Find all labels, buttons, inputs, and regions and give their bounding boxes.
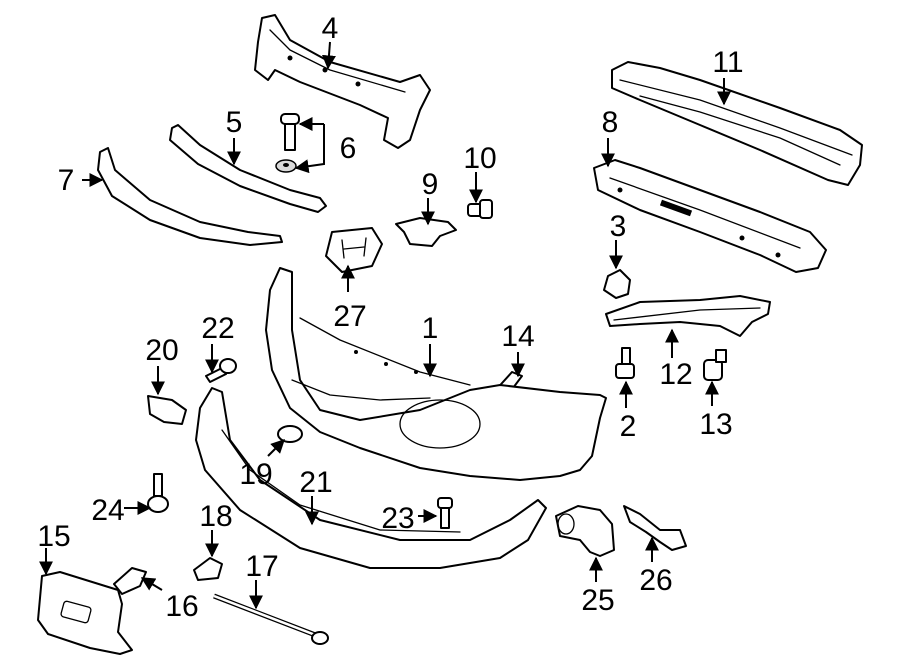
callout-8: 8 bbox=[602, 106, 619, 139]
callout-22: 22 bbox=[201, 312, 234, 345]
part-20-retainer bbox=[147, 395, 187, 425]
part-11-absorber bbox=[611, 61, 863, 186]
callout-4: 4 bbox=[322, 12, 339, 45]
part-16-clip bbox=[113, 567, 147, 595]
leader-lines bbox=[39, 41, 731, 610]
callout-16: 16 bbox=[165, 590, 198, 623]
part-27-emblem bbox=[325, 227, 383, 273]
part-5-molding bbox=[169, 124, 327, 213]
part-1-bumper-cover bbox=[265, 267, 607, 481]
callout-14: 14 bbox=[501, 320, 534, 353]
part-9-bracket bbox=[395, 217, 457, 247]
part-8-reinforcement bbox=[593, 159, 827, 273]
callout-18: 18 bbox=[199, 500, 232, 533]
callout-24: 24 bbox=[91, 494, 124, 527]
callout-3: 3 bbox=[610, 210, 627, 243]
callout-13: 13 bbox=[699, 408, 732, 441]
part-23-bolt bbox=[437, 497, 453, 529]
part-13-nut bbox=[703, 349, 727, 381]
callout-19: 19 bbox=[239, 458, 272, 491]
part-3-nut bbox=[603, 269, 631, 299]
part-26-bracket bbox=[623, 505, 687, 551]
part-6-bolt-washer bbox=[275, 113, 300, 173]
callout-9: 9 bbox=[422, 168, 439, 201]
part-21-spoiler bbox=[195, 387, 547, 569]
callout-25: 25 bbox=[581, 584, 614, 617]
callout-27: 27 bbox=[333, 300, 366, 333]
callout-1: 1 bbox=[422, 312, 439, 345]
part-2-stud bbox=[615, 347, 635, 379]
callout-7: 7 bbox=[58, 164, 75, 197]
part-18-retainer bbox=[193, 557, 223, 581]
part-15-license-bracket bbox=[37, 571, 133, 655]
callout-labels: 4 5 6 7 9 10 27 11 8 3 12 2 13 14 1 20 2… bbox=[37, 12, 743, 623]
callout-15: 15 bbox=[37, 520, 70, 553]
callout-20: 20 bbox=[145, 334, 178, 367]
part-10-clip bbox=[467, 199, 493, 219]
part-19-plug bbox=[277, 425, 303, 443]
part-22-screw bbox=[205, 358, 237, 383]
callout-21: 21 bbox=[299, 466, 332, 499]
callout-12: 12 bbox=[659, 358, 692, 391]
part-12-side-bracket bbox=[605, 295, 771, 337]
callout-6: 6 bbox=[340, 132, 357, 165]
callout-23: 23 bbox=[381, 502, 414, 535]
part-25-sensor bbox=[555, 505, 615, 557]
callout-5: 5 bbox=[226, 106, 243, 139]
callout-26: 26 bbox=[639, 564, 672, 597]
callout-17: 17 bbox=[245, 550, 278, 583]
part-7-lip bbox=[97, 147, 283, 246]
callout-11: 11 bbox=[712, 46, 743, 79]
part-4-upper-bracket bbox=[254, 14, 431, 149]
part-17-rod bbox=[213, 593, 329, 645]
part-24-pin bbox=[147, 473, 169, 513]
callout-10: 10 bbox=[463, 142, 496, 175]
callout-2: 2 bbox=[620, 410, 637, 443]
